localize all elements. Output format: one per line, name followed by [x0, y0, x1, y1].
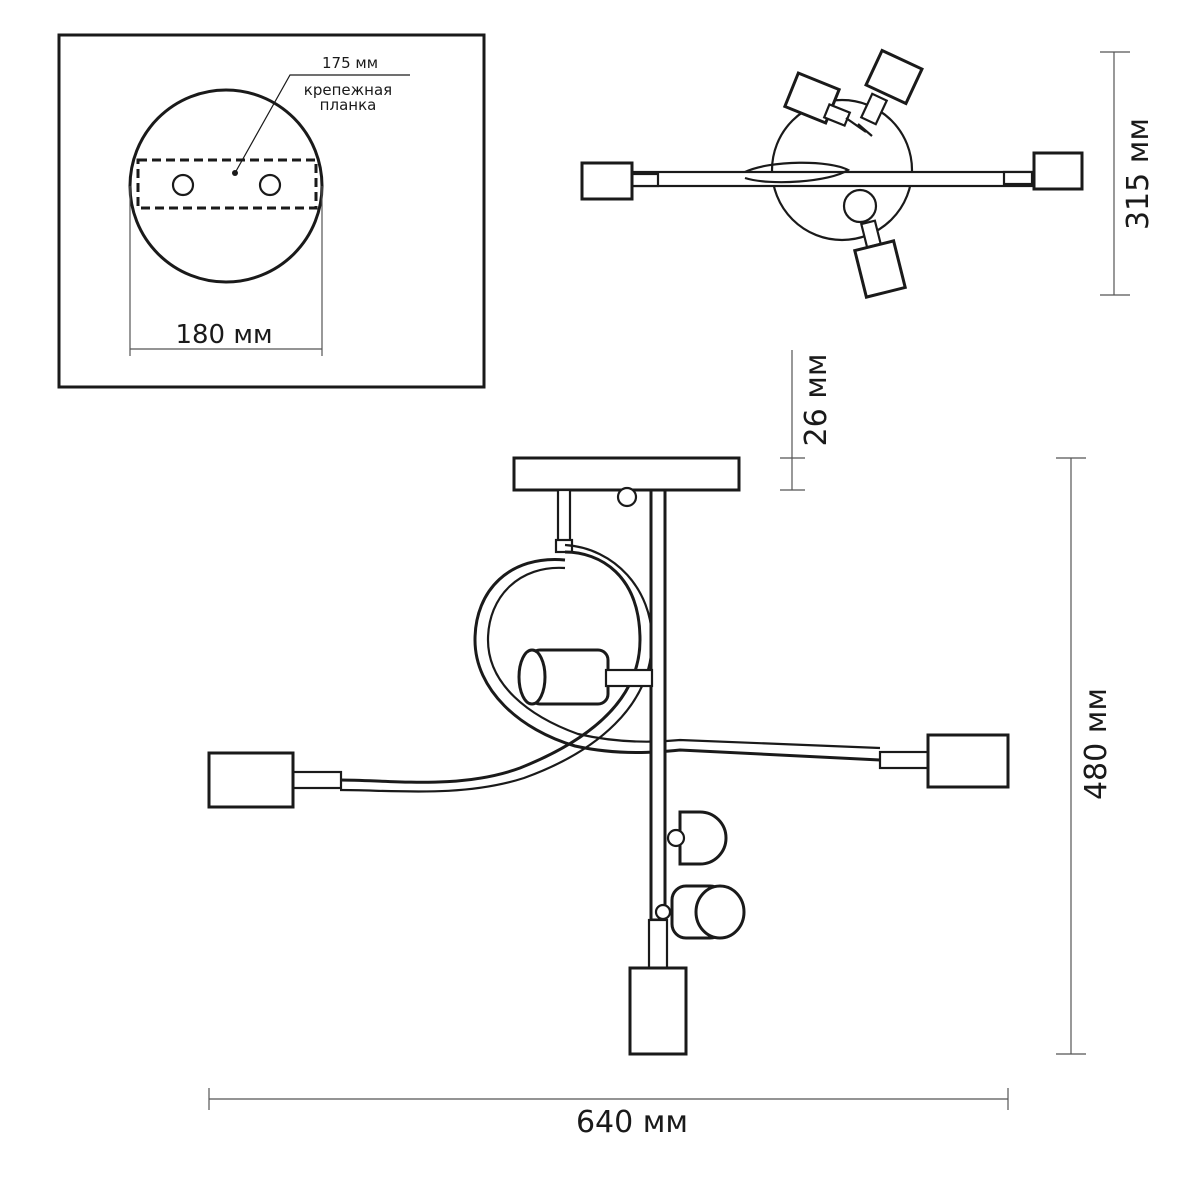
lower-spot-lens [694, 884, 746, 940]
ring-spot-lens [517, 648, 547, 706]
inset-frame [57, 33, 486, 389]
top-shade-right [1032, 151, 1084, 191]
plate-label-line2: планка [320, 96, 377, 114]
leader-line [234, 74, 410, 174]
top-arm-curve [744, 161, 851, 184]
depth-label: 315 мм [1121, 118, 1156, 230]
ring-arm-outer [339, 550, 642, 784]
mounting-inset: 175 мм крепежная планка 180 мм [57, 33, 486, 389]
screw-hole-left [171, 173, 195, 197]
side-shade-right [926, 733, 1010, 789]
lower-spot-dome [678, 810, 728, 866]
top-view: 315 мм [580, 48, 1156, 299]
total-width-label: 640 мм [576, 1105, 688, 1140]
plate-length-label: 175 мм [322, 54, 378, 72]
right-arm-connector [878, 750, 932, 770]
mounting-plate-dashed [136, 158, 318, 210]
total-height-label: 480 мм [1079, 688, 1114, 800]
left-arm-connector [291, 770, 343, 790]
ring-arm-inner [473, 558, 881, 762]
side-shade-bottom [628, 966, 688, 1056]
canopy-knob [616, 486, 638, 508]
top-arm-bar [630, 170, 1038, 188]
top-shade-left [580, 161, 634, 201]
top-spot-lower [842, 188, 908, 299]
side-view: 26 мм 480 мм 640 мм [207, 350, 1114, 1140]
canopy-height-label: 26 мм [799, 354, 834, 447]
canopy-base-circle [128, 88, 324, 284]
side-shade-left [207, 751, 295, 809]
plate-label-line1: крепежная [304, 81, 392, 99]
ring-rod [556, 488, 572, 544]
top-spot-upper-right [857, 48, 924, 137]
top-spot-upper-left [782, 71, 867, 133]
side-canopy [512, 456, 741, 492]
screw-hole-right [258, 173, 282, 197]
main-vertical-rod [649, 488, 667, 922]
base-diameter-label: 180 мм [175, 320, 272, 350]
